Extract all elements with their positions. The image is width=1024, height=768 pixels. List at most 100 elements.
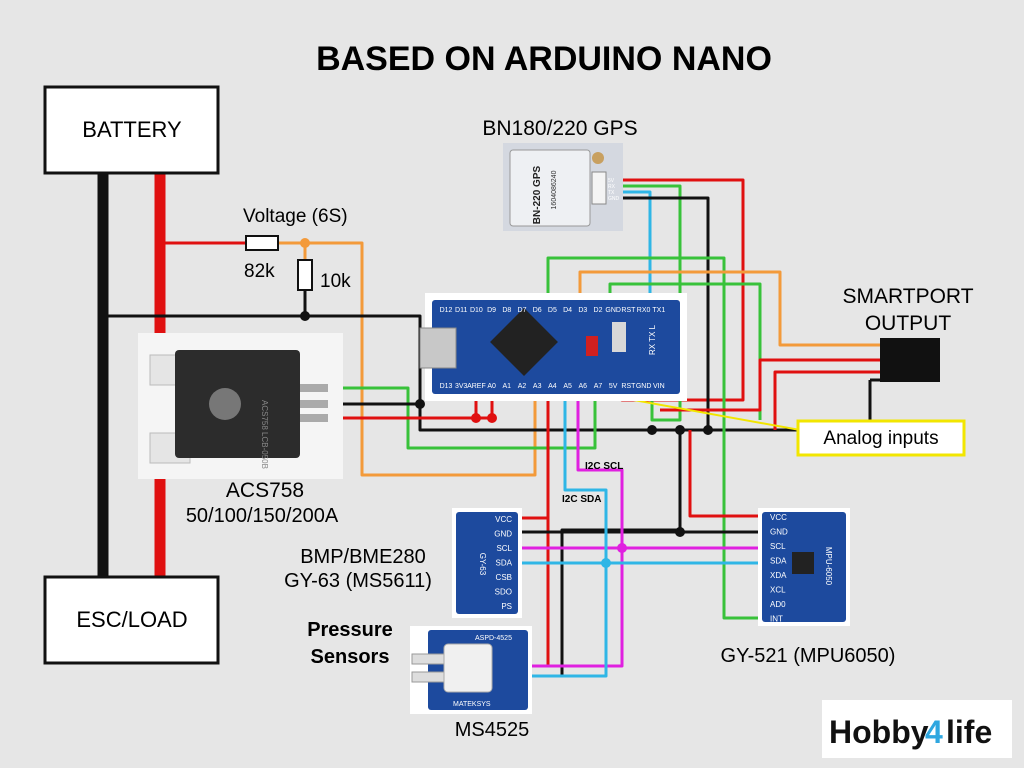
nano-bottom-pins-a4: A4 [548, 383, 557, 390]
logo-text-hobby: Hobby [829, 714, 929, 750]
nano-top-pins-gnd: GND [605, 307, 621, 314]
gps-pin-rx: RX [608, 184, 616, 190]
baro-pins-csb: CSB [496, 573, 512, 582]
i2c-scl-label: I2C SCL [585, 461, 623, 472]
imu-pins-gnd: GND [770, 528, 788, 537]
pressure-label-line1: Pressure [307, 619, 393, 641]
acs758-module: ACS758 LCB-050B [138, 333, 343, 479]
resistor-82k [245, 235, 279, 251]
ms4525-name: MS4525 [455, 719, 530, 741]
nano-top-pins-d4: D4 [563, 307, 572, 314]
imu-pins-vcc: VCC [770, 513, 787, 522]
gps-module-text: BN-220 GPS [532, 165, 543, 224]
baro-label-line1: BMP/BME280 [300, 546, 426, 568]
resistor-10k-label: 10k [320, 271, 351, 292]
ms4525-board-text: ASPD-4525 [475, 635, 512, 642]
nano-bottom-pins-aref: AREF [467, 383, 486, 390]
baro-pins-scl: SCL [496, 544, 512, 553]
baro-pins-sda: SDA [496, 559, 513, 568]
wires [97, 173, 880, 678]
esc-label: ESC/LOAD [76, 607, 187, 632]
acs758-chip-text: ACS758 LCB-050B [260, 400, 269, 469]
junction-dots [300, 238, 713, 568]
nano-top-pins-rst: RST [621, 307, 636, 314]
gps-pin-tx: TX [608, 190, 615, 196]
page-title: BASED ON ARDUINO NANO [316, 40, 772, 78]
imu-board-text: MPU-6050 [824, 547, 833, 586]
nano-bottom-pins-a7: A7 [594, 383, 603, 390]
nano-top-pins-d6: D6 [533, 307, 542, 314]
logo-text-4: 4 [925, 714, 943, 750]
imu-label: GY-521 (MPU6050) [721, 645, 896, 667]
resistor-82k-label: 82k [244, 261, 275, 282]
nano-top-pins-d10: D10 [470, 307, 483, 314]
svg-text:RX TX L: RX TX L [648, 324, 657, 355]
imu-pins-xda: XDA [770, 571, 787, 580]
imu-pins-xcl: XCL [770, 586, 786, 595]
gps-serial: 1604086240 [551, 170, 558, 209]
gps-pin-5v: 5V [608, 178, 615, 184]
smartport-label-line1: SMARTPORT [842, 285, 973, 308]
imu-pins-scl: SCL [770, 542, 786, 551]
acs758-name: ACS758 [226, 479, 304, 502]
nano-bottom-pins-5v: 5V [609, 383, 618, 390]
battery-box [43, 85, 220, 175]
imu-pins-ad0: AD0 [770, 600, 786, 609]
baro-board-text: GY-63 [478, 553, 487, 576]
nano-top-pins-rx0: RX0 [637, 307, 651, 314]
nano-bottom-pins-a6: A6 [579, 383, 588, 390]
ms4525-module: ASPD-4525 MATEKSYS [410, 626, 532, 714]
ms4525-brand: MATEKSYS [453, 701, 491, 708]
acs758-ranges: 50/100/150/200A [186, 505, 339, 527]
baro-pins-sdo: SDO [495, 588, 512, 597]
nano-top-pins-d7: D7 [518, 307, 527, 314]
nano-bottom-pins-rst: RST [621, 383, 636, 390]
gps-module: BN-220 GPS 1604086240 5V RX TX GND [503, 143, 623, 231]
i2c-sda-label: I2C SDA [562, 494, 601, 505]
analog-inputs-box [796, 419, 966, 457]
baro-pins-gnd: GND [494, 530, 512, 539]
smartport-label-line2: OUTPUT [865, 312, 952, 335]
nano-bottom-pins-a3: A3 [533, 383, 542, 390]
logo-text-life: life [946, 714, 992, 750]
imu-pins-sda: SDA [770, 557, 787, 566]
nano-top-pins-d2: D2 [594, 307, 603, 314]
nano-bottom-pins-a5: A5 [563, 383, 572, 390]
baro-pins-vcc: VCC [495, 515, 512, 524]
nano-bottom-pins-d13: D13 [440, 383, 453, 390]
baro-pin-labels: VCC GND SCL SDA CSB SDO PS [494, 515, 512, 611]
hobby4life-logo: Hobby 4 life [822, 700, 1012, 758]
nano-top-pins-d12: D12 [440, 307, 453, 314]
baro-label-line2: GY-63 (MS5611) [284, 570, 432, 592]
nano-bottom-pins-a2: A2 [518, 383, 527, 390]
nano-bottom-pins-a1: A1 [503, 383, 512, 390]
nano-bottom-pins-a0: A0 [487, 383, 496, 390]
nano-top-pins-d8: D8 [502, 307, 511, 314]
nano-top-pins-d3: D3 [578, 307, 587, 314]
nano-bottom-pins-gnd: GND [636, 383, 652, 390]
gps-title: BN180/220 GPS [482, 117, 637, 140]
baro-pins-ps: PS [501, 602, 512, 611]
resistor-10k [297, 259, 313, 291]
nano-top-pins-tx1: TX1 [652, 307, 665, 314]
analog-inputs-label: Analog inputs [823, 428, 938, 449]
nano-top-pins-d5: D5 [548, 307, 557, 314]
pressure-label-line2: Sensors [311, 646, 390, 668]
imu-pins-int: INT [770, 615, 783, 624]
nano-top-pins-d9: D9 [487, 307, 496, 314]
nano-bottom-pins-3v3: 3V3 [455, 383, 468, 390]
voltage-label: Voltage (6S) [243, 206, 348, 227]
battery-label: BATTERY [82, 117, 182, 142]
esc-box [43, 575, 220, 665]
smartport-connector [880, 338, 940, 382]
nano-bottom-pins-vin: VIN [653, 383, 665, 390]
baro-module: GY-63 VCC GND SCL SDA CSB SDO PS [452, 508, 522, 618]
gps-pin-gnd: GND [608, 196, 620, 202]
